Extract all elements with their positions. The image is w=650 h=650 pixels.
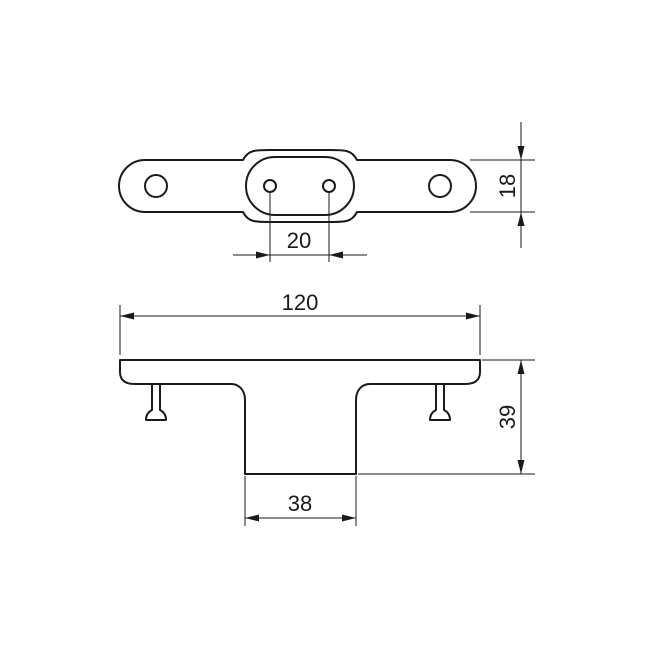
screw-hole-right (322, 179, 336, 193)
dimension-hole-spacing: 20 (233, 193, 367, 262)
mounting-hole-left (144, 174, 168, 198)
mounting-hole-right (428, 174, 452, 198)
dimension-label-38: 38 (288, 491, 312, 516)
dimension-label-20: 20 (287, 228, 311, 253)
dimension-label-18: 18 (495, 174, 520, 198)
screw-hole-left (263, 179, 277, 193)
top-view (118, 149, 477, 223)
dimension-base-width: 38 (244, 476, 357, 526)
screw-left (145, 383, 167, 421)
front-view (119, 359, 481, 475)
dimension-plate-thickness: 18 (470, 122, 535, 248)
screw-right (429, 383, 451, 421)
dimension-label-39: 39 (495, 405, 520, 429)
front-view-body (119, 359, 481, 475)
dimension-total-height: 39 (358, 359, 535, 475)
dimension-label-120: 120 (282, 290, 319, 315)
top-view-outer-plate (118, 149, 477, 223)
top-view-center-boss (245, 156, 355, 216)
dimension-total-width: 120 (119, 290, 481, 355)
